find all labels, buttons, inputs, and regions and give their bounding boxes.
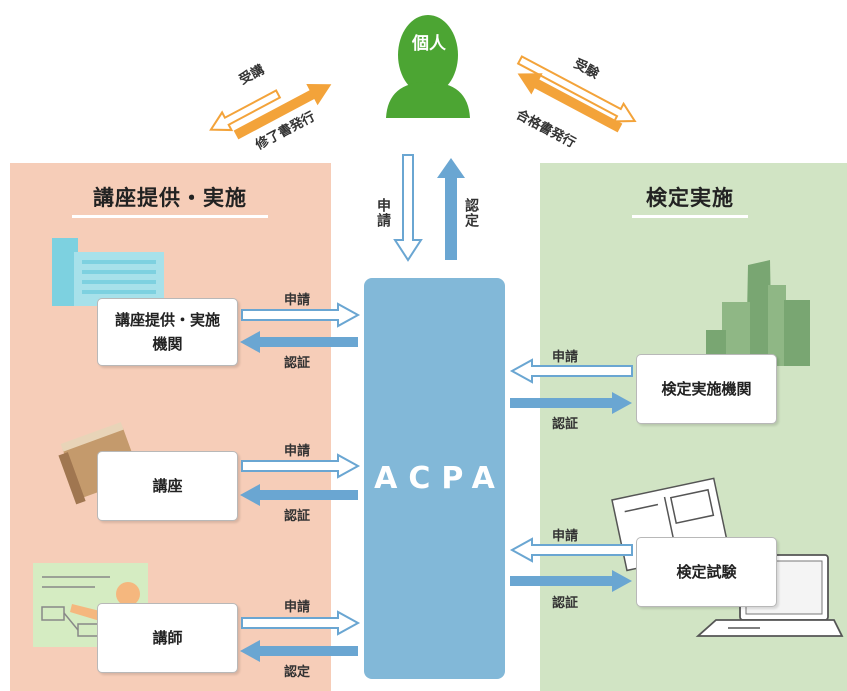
label-completion-issue: 修了書発行 [253,109,318,154]
right2-certify-label: 認証 [552,596,579,611]
exam-test-label: 検定試験 [676,563,737,581]
label-attend: 受講 [236,62,267,88]
right2-apply-label: 申請 [552,529,579,544]
left1-certify-label: 認証 [284,356,311,371]
left1-apply-label: 申請 [284,293,311,308]
left3-approve-label: 認定 [284,665,311,680]
label-take-exam: 受験 [571,56,602,82]
course-provider-label: 講座提供・実施機関 [114,311,220,353]
exam-org-label: 検定実施機関 [661,380,752,398]
label-apply-vertical: 申請 [375,198,391,228]
exam-org-box: 検定実施機関 [636,354,777,424]
right1-certify-label: 認証 [552,417,579,432]
left-title-underline [72,215,268,218]
course-label: 講座 [152,477,183,495]
person-label: 個人 [412,34,446,54]
instructor-label: 講師 [152,629,183,647]
label-pass-issue: 合格書発行 [513,107,578,152]
label-certify-vertical: 認定 [463,198,479,228]
left2-certify-label: 認証 [284,509,311,524]
course-provider-box: 講座提供・実施機関 [97,298,238,366]
right-title-underline [632,215,748,218]
right1-apply-label: 申請 [552,350,579,365]
right-panel [540,163,847,691]
acpa-block: ACPA [364,278,505,679]
right-panel-title: 検定実施 [646,186,734,210]
left3-apply-label: 申請 [284,600,311,615]
instructor-box: 講師 [97,603,238,673]
left-panel-title: 講座提供・実施 [93,186,247,210]
exam-test-box: 検定試験 [636,537,777,607]
acpa-label: ACPA [374,461,506,496]
course-box: 講座 [97,451,238,521]
left2-apply-label: 申請 [284,444,311,459]
